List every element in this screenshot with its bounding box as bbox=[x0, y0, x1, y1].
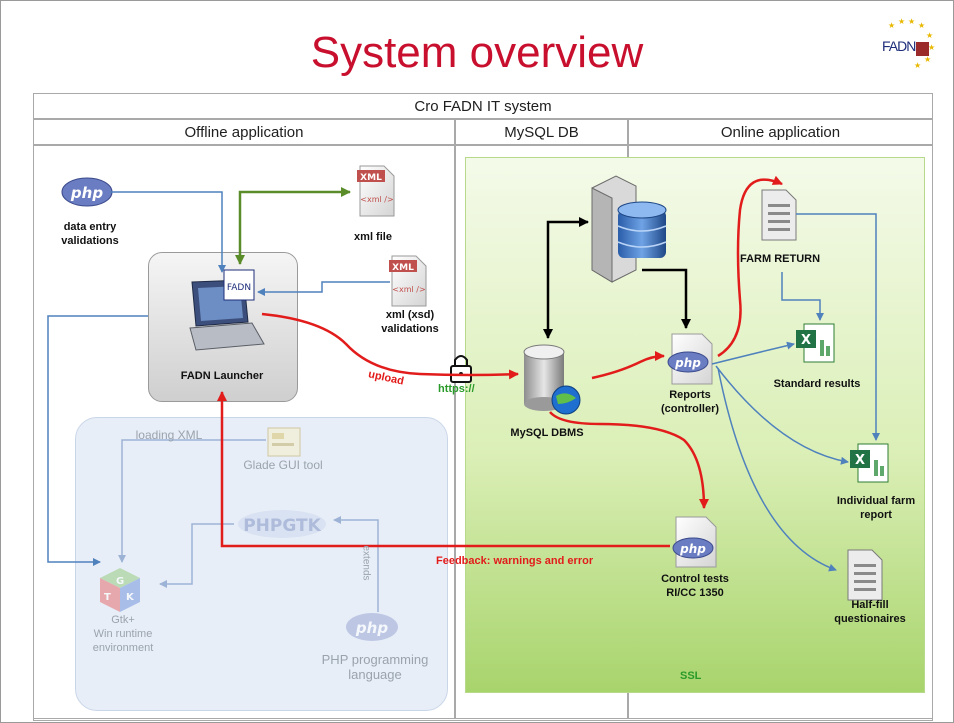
farm-return-doc-icon bbox=[761, 189, 797, 241]
label-fadn-launcher: FADN Launcher bbox=[180, 370, 264, 382]
laptop-icon: FADN bbox=[189, 269, 265, 351]
svg-text:★: ★ bbox=[924, 55, 931, 64]
label-extends: extends bbox=[359, 546, 374, 581]
arrow-server-reports bbox=[642, 268, 691, 329]
half-fill-doc-icon bbox=[847, 549, 883, 601]
svg-text:G: G bbox=[116, 576, 124, 587]
svg-text:T: T bbox=[104, 592, 111, 603]
php-language-icon: php bbox=[346, 613, 398, 641]
svg-text:PHPGTK: PHPGTK bbox=[243, 516, 321, 536]
server-icon bbox=[591, 175, 667, 283]
arrow-server-dbms bbox=[543, 217, 589, 339]
arrow-dbms-to-reports bbox=[591, 351, 665, 380]
arrow-dbms-to-control bbox=[549, 411, 709, 509]
svg-text:X: X bbox=[855, 453, 865, 468]
excel-icon-individual-farm: X bbox=[850, 443, 889, 483]
label-data-entry: data entry validations bbox=[61, 221, 119, 247]
logo-text: FADN bbox=[882, 38, 916, 54]
label-individual-farm: Individual farm report bbox=[836, 495, 916, 521]
arrow-reports-to-farmreturn bbox=[717, 175, 783, 358]
php-icon-data-entry: php bbox=[61, 177, 113, 207]
label-glade-gui: Glade GUI tool bbox=[243, 458, 323, 472]
label-farm-return: FARM RETURN bbox=[739, 253, 821, 265]
arrow-loading-xml bbox=[118, 439, 266, 563]
arrow-reports-to-individual bbox=[715, 365, 849, 465]
svg-text:<xml />: <xml /> bbox=[360, 195, 393, 204]
page-title: System overview bbox=[310, 28, 644, 77]
ssl-zone bbox=[465, 157, 925, 693]
pale-arrows bbox=[118, 439, 379, 612]
svg-text:X: X bbox=[801, 333, 811, 348]
arrow-reports-to-standard bbox=[711, 341, 795, 365]
svg-text:★: ★ bbox=[926, 31, 933, 40]
svg-text:★: ★ bbox=[928, 43, 935, 52]
arrow-data-entry-to-launcher bbox=[110, 191, 226, 273]
svg-text:K: K bbox=[126, 592, 135, 603]
svg-text:FADN: FADN bbox=[227, 283, 251, 293]
label-ssl: SSL bbox=[680, 670, 702, 682]
column-header-offline: Offline application bbox=[33, 119, 455, 145]
svg-text:php: php bbox=[355, 619, 388, 637]
xsd-file-icon: XML <xml /> bbox=[389, 255, 427, 307]
arrow-farmreturn-to-standard bbox=[781, 272, 824, 321]
glade-gui-icon bbox=[267, 427, 301, 457]
label-feedback: Feedback: warnings and error bbox=[436, 555, 594, 567]
php-gtk-environment-panel bbox=[75, 417, 448, 711]
arrow-launcher-to-gtk bbox=[47, 315, 148, 566]
svg-text:XML: XML bbox=[360, 173, 382, 183]
label-xml-xsd: xml (xsd) validations bbox=[381, 309, 439, 335]
svg-text:<xml />: <xml /> bbox=[392, 285, 425, 294]
php-icon-label: php bbox=[70, 184, 103, 202]
fadn-logo: ★★★★ ★★★★ bbox=[874, 17, 940, 74]
svg-text:php: php bbox=[674, 356, 701, 370]
arrow-reports-to-halffill bbox=[717, 367, 837, 572]
black-arrows bbox=[543, 217, 691, 339]
column-header-online: Online application bbox=[628, 119, 933, 145]
mysql-dbms-icon bbox=[523, 344, 581, 415]
xml-file-icon: XML <xml /> bbox=[357, 165, 395, 217]
system-header: Cro FADN IT system bbox=[33, 93, 933, 119]
php-icon-reports: php bbox=[667, 333, 713, 385]
label-half-fill: Half-fill questionaires bbox=[834, 599, 906, 625]
label-standard-results: Standard results bbox=[773, 378, 861, 390]
offline-column bbox=[33, 145, 455, 719]
phpgtk-logo-icon: PHPGTK bbox=[238, 510, 326, 538]
svg-text:XML: XML bbox=[392, 263, 414, 273]
arrow-feedback bbox=[217, 391, 670, 548]
red-arrows bbox=[217, 175, 783, 548]
label-php-language: PHP programming language bbox=[321, 652, 429, 682]
label-mysql-dbms: MySQL DBMS bbox=[510, 427, 584, 439]
label-xml-file: xml file bbox=[354, 231, 392, 243]
label-loading-xml: loading XML bbox=[135, 428, 203, 442]
arrow-xml-file-exchange bbox=[235, 187, 351, 265]
label-control-tests: Control tests RI/CC 1350 bbox=[661, 573, 729, 599]
svg-text:★: ★ bbox=[898, 18, 905, 26]
blue-arrows bbox=[47, 191, 880, 572]
label-gtk-runtime: Gtk+ Win runtime environment bbox=[92, 614, 154, 654]
gtk-cube-icon: G T K bbox=[100, 568, 140, 612]
arrow-extends bbox=[333, 516, 379, 612]
arrow-upload bbox=[261, 312, 519, 380]
svg-text:php: php bbox=[679, 542, 706, 556]
label-reports: Reports (controller) bbox=[660, 389, 720, 415]
svg-text:★: ★ bbox=[914, 61, 921, 70]
arrow-farmreturn-to-individual bbox=[796, 213, 880, 441]
excel-icon-standard-results: X bbox=[796, 323, 835, 363]
arrow-phpgtk-to-gtk bbox=[159, 523, 234, 588]
svg-text:★: ★ bbox=[908, 18, 915, 26]
svg-text:★: ★ bbox=[888, 21, 895, 30]
svg-text:★: ★ bbox=[918, 21, 925, 30]
padlock-icon bbox=[450, 355, 472, 383]
label-https: https:// bbox=[438, 383, 475, 395]
arrow-xsd-to-launcher bbox=[257, 281, 390, 296]
column-header-mysql: MySQL DB bbox=[455, 119, 628, 145]
php-icon-control-tests: php bbox=[672, 516, 717, 568]
